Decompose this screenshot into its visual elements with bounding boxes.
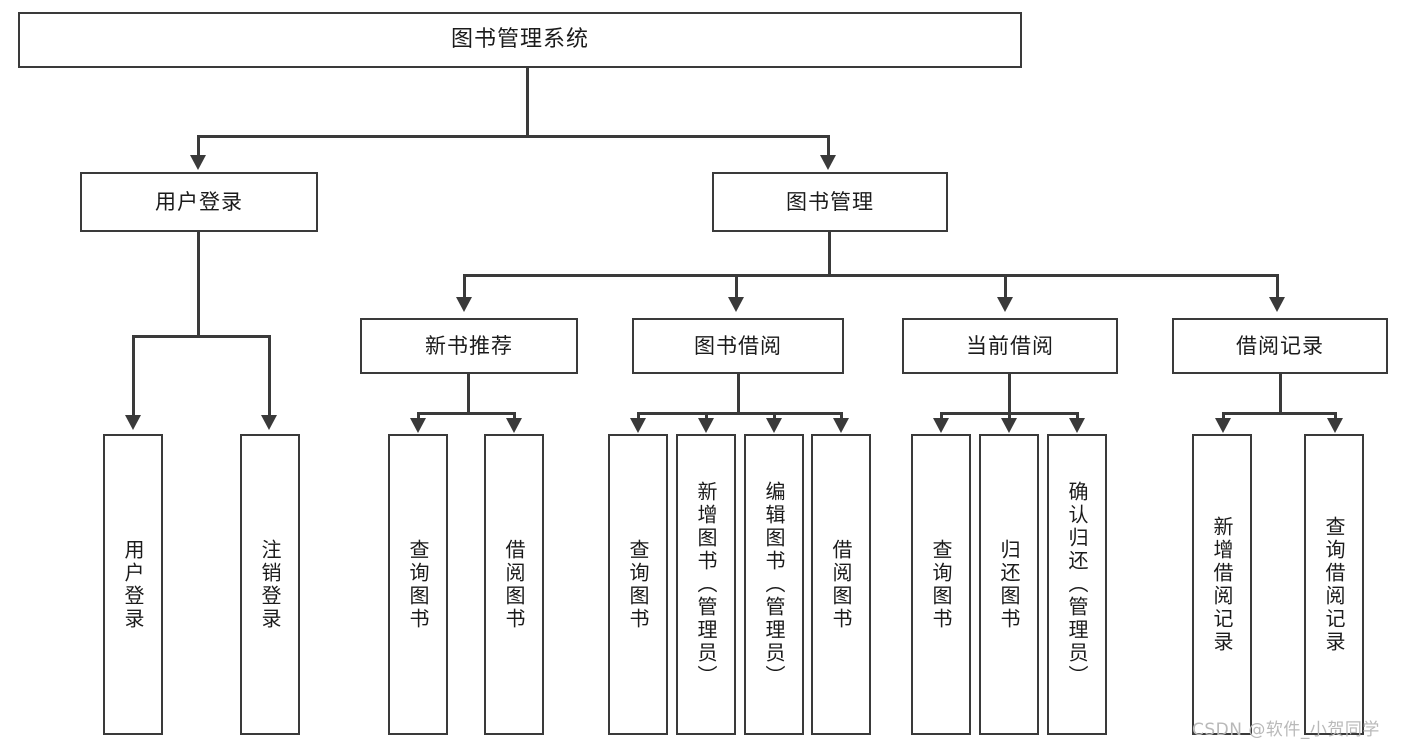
connector-borrow-record-to-leaf-2 — [1334, 412, 1337, 420]
connector-current-borrow-to-leaf-2 — [1008, 412, 1011, 420]
connector-current-borrow-to-leaf-1 — [940, 412, 943, 420]
leaf-borrow-book-new[interactable]: 借阅图书 — [484, 434, 544, 735]
connector-root-stem — [526, 68, 529, 137]
arrowhead-leaf-borrow-book-b — [833, 418, 849, 433]
node-book-management[interactable]: 图书管理 — [712, 172, 948, 232]
node-label: 图书借阅 — [694, 333, 782, 358]
connector-to-current-borrow — [1004, 274, 1007, 299]
node-label: 图书管理系统 — [450, 27, 589, 53]
node-book-borrow[interactable]: 图书借阅 — [632, 318, 844, 374]
leaf-logout[interactable]: 注销登录 — [240, 434, 300, 735]
arrowhead-leaf-add-record — [1215, 418, 1231, 433]
connector-user-login-to-leaf-2 — [268, 335, 271, 417]
leaf-user-login[interactable]: 用户登录 — [103, 434, 163, 735]
connector-user-login-bus — [132, 335, 271, 338]
connector-borrow-record-to-leaf-1 — [1222, 412, 1225, 420]
connector-book-borrow-bus — [637, 412, 843, 415]
connector-current-borrow-stem — [1008, 374, 1011, 414]
connector-new-book-bus — [417, 412, 516, 415]
connector-new-book-to-leaf-1 — [417, 412, 420, 420]
node-current-borrow[interactable]: 当前借阅 — [902, 318, 1118, 374]
connector-book-management-stem — [828, 232, 831, 277]
connector-book-borrow-to-leaf-1 — [637, 412, 640, 420]
leaf-label: 编辑图书（管理员） — [762, 481, 786, 688]
node-label: 图书管理 — [786, 189, 874, 214]
node-label: 当前借阅 — [966, 333, 1054, 358]
node-borrow-record[interactable]: 借阅记录 — [1172, 318, 1388, 374]
leaf-label: 借阅图书 — [502, 538, 526, 631]
leaf-query-book-new[interactable]: 查询图书 — [388, 434, 448, 735]
arrowhead-current-borrow — [997, 297, 1013, 312]
arrowhead-leaf-return-book — [1001, 418, 1017, 433]
leaf-label: 查询借阅记录 — [1322, 515, 1346, 654]
leaf-label: 新增图书（管理员） — [694, 481, 718, 688]
arrowhead-leaf-edit-book — [766, 418, 782, 433]
connector-new-book-to-leaf-2 — [513, 412, 516, 420]
node-label: 借阅记录 — [1236, 333, 1324, 358]
leaf-query-book-current[interactable]: 查询图书 — [911, 434, 971, 735]
leaf-return-book[interactable]: 归还图书 — [979, 434, 1039, 735]
arrowhead-book-management — [820, 155, 836, 170]
arrowhead-book-borrow — [728, 297, 744, 312]
connector-book-borrow-to-leaf-3 — [773, 412, 776, 420]
leaf-add-borrow-record[interactable]: 新增借阅记录 — [1192, 434, 1252, 735]
leaf-label: 借阅图书 — [829, 538, 853, 631]
connector-borrow-record-stem — [1279, 374, 1282, 414]
connector-level3-bus — [463, 274, 1279, 277]
leaf-borrow-book[interactable]: 借阅图书 — [811, 434, 871, 735]
leaf-label: 新增借阅记录 — [1210, 515, 1234, 654]
leaf-confirm-return-admin[interactable]: 确认归还（管理员） — [1047, 434, 1107, 735]
connector-to-new-book — [463, 274, 466, 299]
leaf-label: 归还图书 — [997, 538, 1021, 631]
connector-to-borrow-record — [1276, 274, 1279, 299]
node-label: 新书推荐 — [425, 333, 513, 358]
leaf-label: 注销登录 — [258, 538, 282, 631]
leaf-label: 查询图书 — [626, 538, 650, 631]
arrowhead-leaf-query-book-a — [410, 418, 426, 433]
arrowhead-user-login — [190, 155, 206, 170]
leaf-edit-book-admin[interactable]: 编辑图书（管理员） — [744, 434, 804, 735]
leaf-label: 用户登录 — [121, 538, 145, 631]
connector-user-login-stem — [197, 232, 200, 337]
connector-root-to-book-management — [827, 135, 830, 157]
arrowhead-borrow-record — [1269, 297, 1285, 312]
arrowhead-leaf-query-record — [1327, 418, 1343, 433]
connector-user-login-to-leaf-1 — [132, 335, 135, 417]
arrowhead-leaf-query-book-b — [630, 418, 646, 433]
node-new-book-recommend[interactable]: 新书推荐 — [360, 318, 578, 374]
node-label: 用户登录 — [155, 189, 243, 214]
connector-to-book-borrow — [735, 274, 738, 299]
leaf-query-book-borrow[interactable]: 查询图书 — [608, 434, 668, 735]
connector-book-borrow-to-leaf-4 — [840, 412, 843, 420]
arrowhead-leaf-confirm-return — [1069, 418, 1085, 433]
arrowhead-leaf-logout — [261, 415, 277, 430]
arrowhead-leaf-user-login — [125, 415, 141, 430]
connector-new-book-stem — [467, 374, 470, 414]
arrowhead-leaf-borrow-book-a — [506, 418, 522, 433]
arrowhead-new-book — [456, 297, 472, 312]
leaf-label: 查询图书 — [929, 538, 953, 631]
connector-book-borrow-to-leaf-2 — [705, 412, 708, 420]
leaf-label: 确认归还（管理员） — [1065, 481, 1089, 688]
connector-root-bus — [197, 135, 829, 138]
node-root-book-management-system[interactable]: 图书管理系统 — [18, 12, 1022, 68]
arrowhead-leaf-add-book — [698, 418, 714, 433]
connector-root-to-user-login — [197, 135, 200, 157]
connector-borrow-record-bus — [1222, 412, 1337, 415]
leaf-add-book-admin[interactable]: 新增图书（管理员） — [676, 434, 736, 735]
connector-book-borrow-stem — [737, 374, 740, 414]
connector-current-borrow-to-leaf-3 — [1076, 412, 1079, 420]
node-user-login[interactable]: 用户登录 — [80, 172, 318, 232]
leaf-label: 查询图书 — [406, 538, 430, 631]
watermark-text: CSDN @软件_小贺同学 — [1192, 720, 1380, 740]
arrowhead-leaf-query-book-c — [933, 418, 949, 433]
leaf-query-borrow-record[interactable]: 查询借阅记录 — [1304, 434, 1364, 735]
